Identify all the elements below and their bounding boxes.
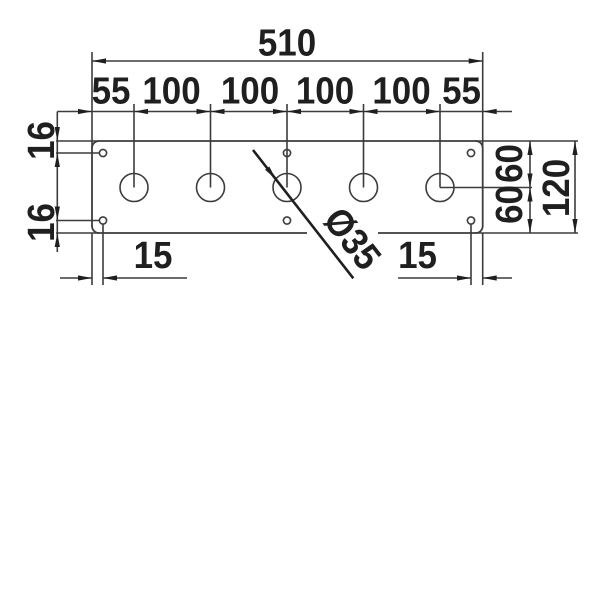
- arrowhead: [527, 219, 533, 233]
- dim-seg-55-right: 55: [442, 69, 481, 112]
- dim-total-width: 510: [258, 21, 316, 64]
- dim-left-16-top: 16: [20, 121, 63, 160]
- dim-left-16-bottom: 16: [20, 203, 63, 242]
- arrowhead: [210, 108, 225, 115]
- arrowhead: [92, 58, 106, 64]
- dim-right-60-top: 60: [488, 144, 531, 183]
- arrowhead: [103, 275, 117, 281]
- dim-seg-55-left: 55: [92, 69, 131, 112]
- dimension-arrows: [54, 58, 578, 281]
- arrowhead: [134, 108, 148, 115]
- arrowhead: [468, 58, 483, 64]
- dim-seg-100-1: 100: [142, 69, 200, 112]
- dimension-labels: 510 55 100 100 100 100 55 16 16 60 60 12…: [20, 21, 578, 278]
- dim-right-120: 120: [535, 159, 578, 217]
- arrowhead: [78, 108, 92, 115]
- screw-hole-top-left: [98, 148, 108, 158]
- screw-hole-top-right: [466, 148, 476, 158]
- leader-arrowhead: [265, 166, 276, 180]
- arrowhead: [196, 108, 211, 115]
- arrowhead: [482, 108, 497, 115]
- arrowhead: [54, 233, 60, 247]
- arrowhead: [54, 153, 60, 167]
- screw-hole-bottom-center: [282, 216, 292, 225]
- arrowhead: [363, 108, 378, 115]
- arrowhead: [482, 275, 497, 281]
- dim-right-60-bottom: 60: [488, 185, 531, 224]
- arrowhead: [572, 141, 578, 155]
- dim-seg-100-4: 100: [372, 69, 430, 112]
- arrowhead: [273, 108, 287, 115]
- arrowhead: [457, 275, 471, 281]
- arrowhead: [527, 141, 533, 155]
- arrowhead: [54, 206, 60, 221]
- arrowhead: [287, 108, 301, 115]
- dim-hole-diameter: Ø35: [315, 199, 389, 277]
- arrowhead: [426, 108, 440, 115]
- dim-seg-100-2: 100: [221, 69, 279, 112]
- arrowhead: [527, 173, 533, 188]
- arrowhead: [54, 127, 60, 141]
- arrowhead: [527, 187, 533, 202]
- screw-hole-bottom-right: [466, 216, 476, 225]
- arrowhead: [572, 219, 578, 233]
- screw-hole-bottom-left: [98, 216, 108, 225]
- dim-bottom-15-left: 15: [134, 234, 173, 277]
- dim-bottom-15-right: 15: [398, 234, 437, 277]
- arrowhead: [349, 108, 364, 115]
- dim-seg-100-3: 100: [296, 69, 354, 112]
- arrowhead: [78, 275, 92, 281]
